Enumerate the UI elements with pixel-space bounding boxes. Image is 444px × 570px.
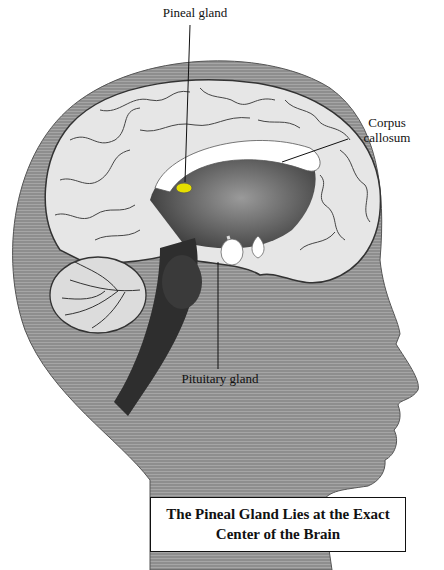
pituitary-label: Pituitary gland — [170, 372, 270, 387]
gyri — [55, 88, 370, 250]
pituitary-gland — [221, 239, 243, 265]
cerebellum — [50, 257, 146, 333]
optic-chiasm — [252, 236, 264, 258]
pineal-label: Pineal gland — [150, 6, 240, 21]
cerebrum — [45, 80, 380, 283]
corpus-callosum-label: Corpus callosum — [352, 116, 422, 146]
caption-text: The Pineal Gland Lies at the Exact Cente… — [166, 506, 389, 542]
caption-box: The Pineal Gland Lies at the Exact Cente… — [150, 497, 406, 552]
head-silhouette — [13, 61, 419, 570]
corpus-callosum — [155, 140, 320, 192]
leader-lines — [185, 25, 348, 369]
pons — [162, 255, 202, 309]
pineal-gland — [176, 183, 192, 193]
arbor-vitae — [62, 262, 140, 328]
